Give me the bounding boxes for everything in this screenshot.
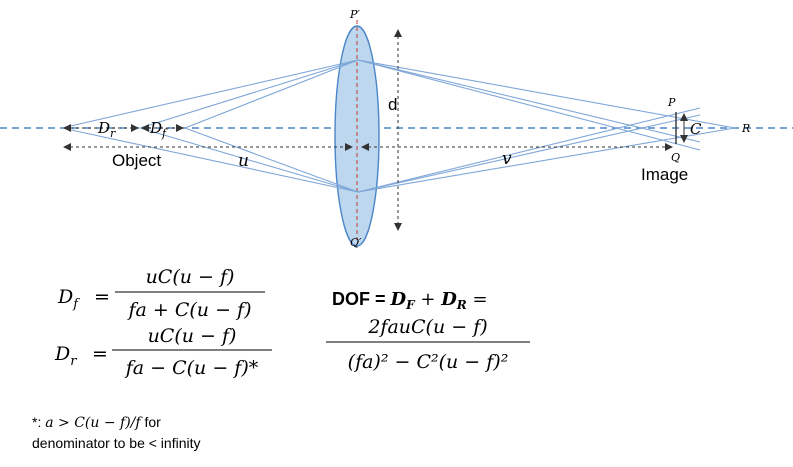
svg-text:Df: Df — [57, 286, 80, 312]
label-q: Q — [671, 151, 680, 164]
svg-text:DOF = DF + DR =: DOF = DF + DR = — [332, 289, 488, 312]
formula-dr: Dr = uC(u − f) fa − C(u − f)* — [54, 325, 272, 379]
label-u: u — [238, 151, 249, 171]
formula-dof: DOF = DF + DR = 2fauC(u − f) (fa)² − C²(… — [326, 289, 530, 373]
svg-text:2fauC(u − f): 2fauC(u − f) — [367, 316, 487, 338]
label-dr: Dr — [97, 119, 116, 140]
svg-text:*: a > C(u − f)/f for: *: a > C(u − f)/f for — [32, 414, 161, 431]
svg-text:uC(u − f): uC(u − f) — [146, 266, 235, 288]
light-rays — [61, 59, 736, 193]
svg-text:uC(u − f): uC(u − f) — [148, 325, 237, 347]
svg-text:=: = — [94, 286, 110, 308]
svg-text:(fa)² − C²(u − f)²: (fa)² − C²(u − f)² — [348, 351, 509, 373]
formula-df: Df = uC(u − f) fa + C(u − f) — [57, 266, 265, 321]
svg-text:fa − C(u − f)*: fa − C(u − f)* — [124, 357, 259, 379]
footnote: *: a > C(u − f)/f for denominator to be … — [32, 414, 201, 451]
label-object: Object — [112, 151, 161, 170]
label-p-prime: P′ — [349, 8, 360, 21]
svg-text:denominator to be < infinity: denominator to be < infinity — [32, 435, 201, 451]
label-df: Df — [149, 119, 168, 140]
label-d: d — [388, 95, 397, 114]
label-r: R — [741, 122, 750, 135]
label-c: C — [690, 120, 702, 138]
svg-text:fa + C(u − f): fa + C(u − f) — [127, 299, 252, 321]
svg-text:=: = — [92, 343, 108, 365]
label-q-prime: Q′ — [350, 236, 362, 249]
label-v: v — [502, 149, 512, 169]
label-image: Image — [641, 165, 688, 184]
svg-text:Dr: Dr — [54, 343, 77, 369]
label-p: P — [667, 96, 676, 109]
